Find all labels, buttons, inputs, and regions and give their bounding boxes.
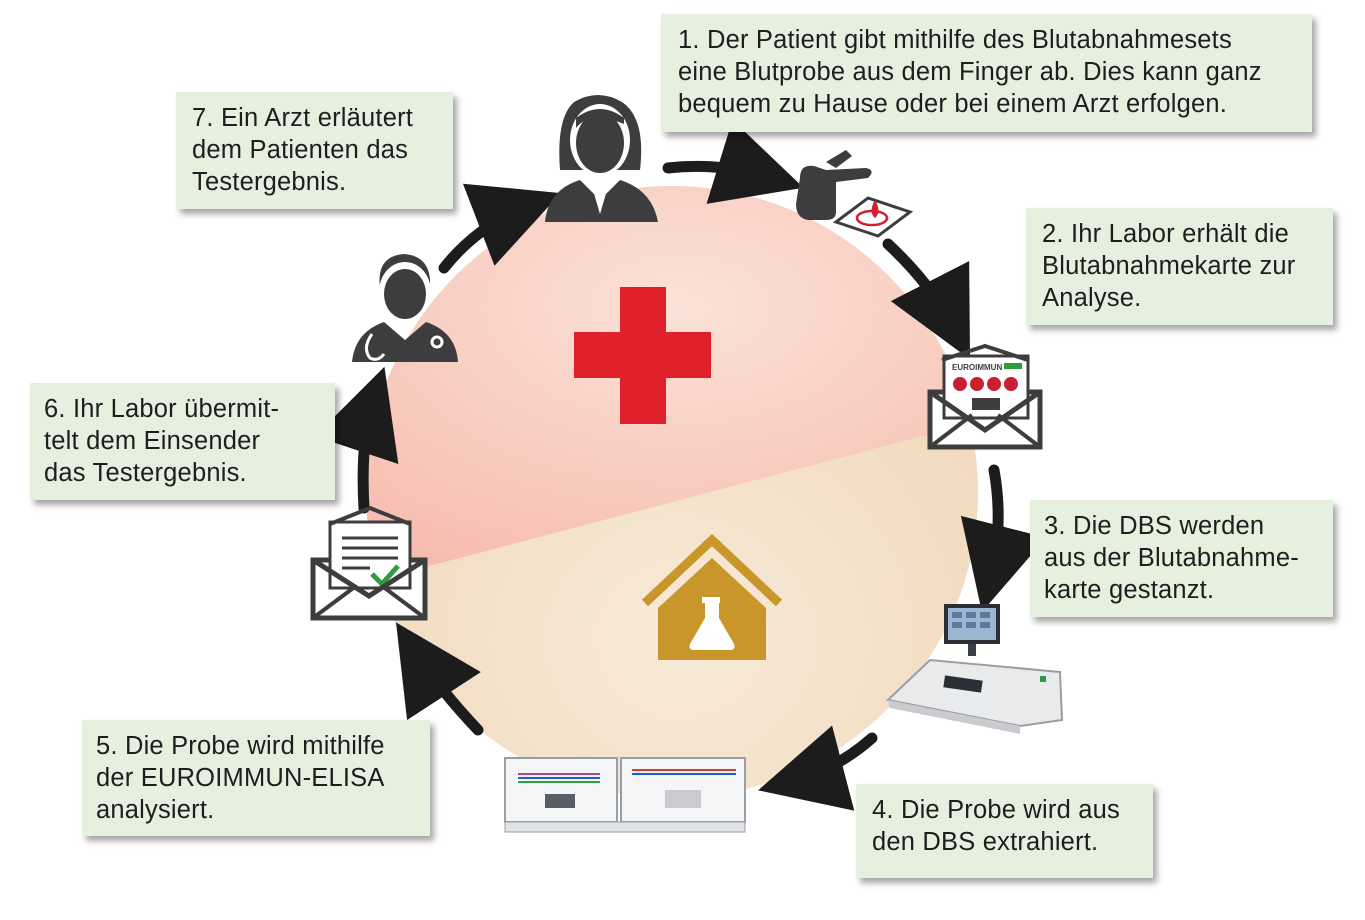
- step-1-line-3: bequem zu Hause oder bei einem Arzt erfo…: [678, 90, 1228, 118]
- cycle-arrows: [314, 119, 1047, 811]
- elisa-analyzer-icon: [504, 757, 746, 833]
- step-4-line-2: den DBS extrahiert.: [872, 828, 1099, 856]
- arrow-1-to-2: [882, 238, 971, 360]
- card-brand-label: EUROIMMUN: [952, 363, 1002, 372]
- finger-blood-drop-icon: [796, 150, 914, 238]
- step-4-box: 4. Die Probe wird aus den DBS extrahiert…: [856, 784, 1153, 878]
- step-4-line-1: 4. Die Probe wird aus: [872, 796, 1120, 824]
- step-5-line-1: 5. Die Probe wird mithilfe: [96, 732, 385, 760]
- arrow-6-to-7: [438, 183, 561, 274]
- step-1-line-2: eine Blutprobe aus dem Finger ab. Dies k…: [678, 58, 1262, 86]
- step-2-line-1: 2. Ihr Labor erhält die: [1042, 220, 1289, 248]
- red-cross-icon: [574, 287, 711, 424]
- envelope-card-icon: EUROIMMUN: [927, 343, 1043, 450]
- punching-device-icon: [885, 604, 1064, 734]
- patient-woman-icon: [545, 95, 658, 222]
- envelope-result-icon: [310, 505, 428, 621]
- lab-house-icon: [641, 533, 783, 660]
- step-5-line-2: der EUROIMMUN-ELISA: [96, 764, 385, 792]
- step-5-line-3: analysiert.: [96, 796, 215, 824]
- step-3-box: 3. Die DBS werden aus der Blutabnahme- k…: [1030, 500, 1333, 617]
- step-7-box: 7. Ein Arzt erläutert dem Patienten das …: [176, 92, 453, 209]
- step-7-line-3: Testergebnis.: [192, 168, 347, 196]
- arrow-3-to-4: [758, 725, 878, 811]
- step-3-line-3: karte gestanzt.: [1044, 576, 1215, 604]
- step-2-box: 2. Ihr Labor erhält die Blutabnahmekarte…: [1026, 208, 1333, 325]
- step-1-line-1: 1. Der Patient gibt mithilfe des Blutabn…: [678, 26, 1232, 54]
- step-7-line-2: dem Patienten das: [192, 136, 409, 164]
- step-2-line-3: Analyse.: [1042, 284, 1142, 312]
- step-6-line-1: 6. Ihr Labor übermit-: [44, 395, 280, 423]
- step-6-line-3: das Testergebnis.: [44, 459, 247, 487]
- step-3-line-2: aus der Blutabnahme-: [1044, 544, 1299, 572]
- arrow-2-to-3: [960, 464, 1047, 612]
- step-7-line-1: 7. Ein Arzt erläutert: [192, 104, 414, 132]
- step-6-box: 6. Ihr Labor übermit- telt dem Einsender…: [30, 383, 335, 500]
- arrow-7-to-1: [662, 119, 804, 204]
- arrow-4-to-5: [396, 622, 484, 736]
- step-1-box: 1. Der Patient gibt mithilfe des Blutabn…: [661, 14, 1312, 132]
- doctor-icon: [352, 254, 458, 362]
- arrow-5-to-6: [314, 366, 399, 514]
- step-3-line-1: 3. Die DBS werden: [1044, 512, 1265, 540]
- step-2-line-2: Blutabnahmekarte zur: [1042, 252, 1296, 280]
- step-6-line-2: telt dem Einsender: [44, 427, 261, 455]
- step-5-box: 5. Die Probe wird mithilfe der EUROIMMUN…: [82, 720, 430, 836]
